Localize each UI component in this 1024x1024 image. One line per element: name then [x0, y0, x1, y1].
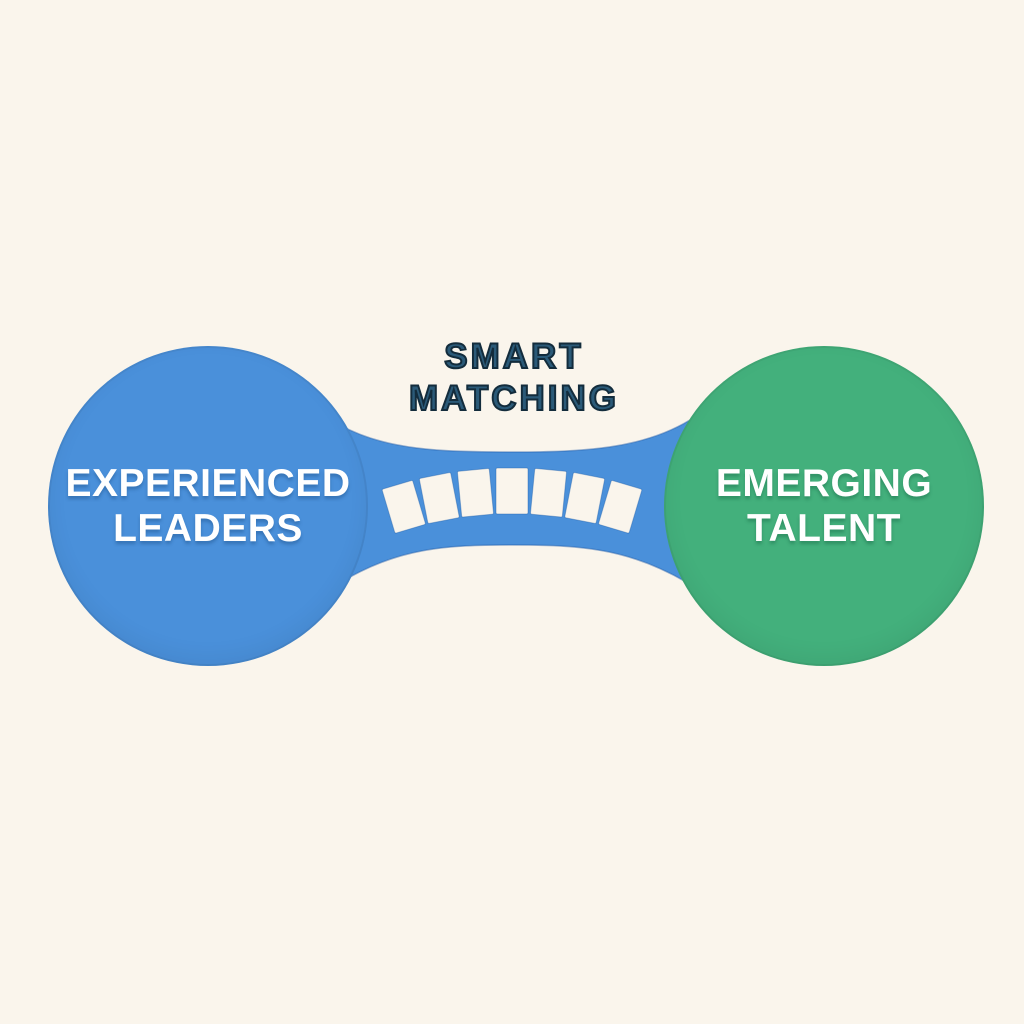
bridge-opening: [530, 467, 568, 518]
smart-matching-line1: SMART: [443, 336, 584, 377]
bridge-opening: [598, 480, 643, 534]
node-experienced-leaders-line1: EXPERIENCED: [65, 462, 351, 505]
node-emerging-talent: EMERGING TALENT: [664, 346, 984, 666]
smart-matching-label: SMART MATCHING: [314, 336, 714, 420]
bridge-opening: [418, 472, 460, 524]
smart-matching-line2: MATCHING: [408, 378, 619, 419]
bridge-railing-openings: [381, 467, 643, 534]
bridge-opening: [456, 467, 494, 518]
node-emerging-talent-line2: TALENT: [747, 507, 901, 550]
bridge-opening: [495, 467, 529, 515]
bridge-opening: [564, 472, 606, 524]
bridge-opening: [381, 480, 426, 534]
node-experienced-leaders-line2: LEADERS: [113, 507, 303, 550]
node-experienced-leaders: EXPERIENCED LEADERS: [48, 346, 368, 666]
node-emerging-talent-line1: EMERGING: [715, 462, 933, 505]
